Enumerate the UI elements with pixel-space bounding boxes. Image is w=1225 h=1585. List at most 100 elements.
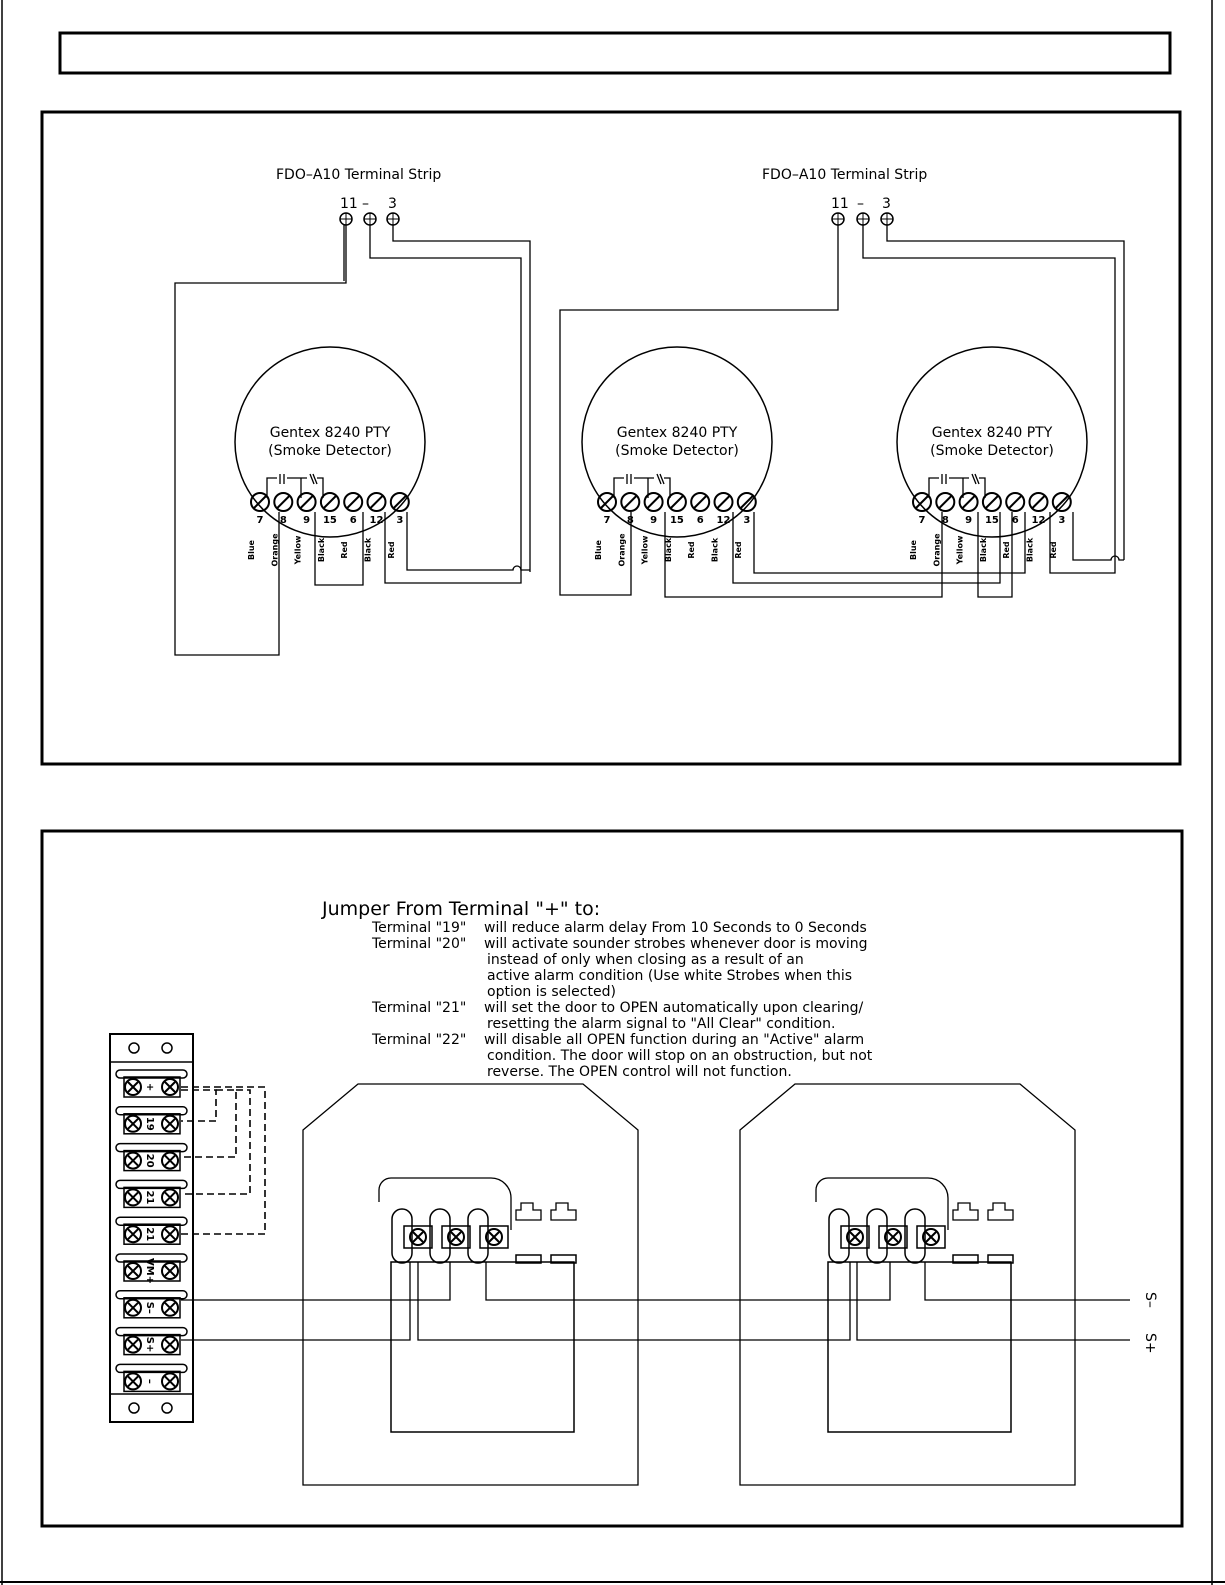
- terminal-block-label: VM+: [144, 1258, 155, 1284]
- detector-terminal-number: 15: [323, 515, 337, 526]
- terminal-block-label: 19: [144, 1117, 155, 1131]
- smoke-detector: Gentex 8240 PTY(Smoke Detector)7Blue8Ora…: [234, 346, 426, 567]
- detector-terminal-number: 7: [604, 515, 611, 526]
- terminal-block-label: –: [144, 1379, 155, 1384]
- terminal-screw-icon: [389, 492, 410, 512]
- instruction-line: resetting the alarm signal to "All Clear…: [487, 1016, 835, 1032]
- detector-type: (Smoke Detector): [268, 443, 392, 459]
- wire-color-label: Black: [364, 537, 373, 562]
- detector-terminal-number: 7: [257, 515, 264, 526]
- terminal-screw-icon: [736, 492, 757, 512]
- wire-color-label: Black: [711, 537, 720, 562]
- detector-terminal-number: 8: [280, 515, 287, 526]
- detector-terminal-number: 9: [650, 515, 657, 526]
- terminal-block-row: +: [115, 1069, 188, 1098]
- terminal-screw-icon: [1028, 492, 1049, 512]
- terminal-block-row: 20: [115, 1142, 188, 1172]
- detector-terminal-number: 15: [985, 515, 999, 526]
- terminal-screw-icon: [620, 492, 641, 512]
- jumper-heading: Jumper From Terminal "+" to:: [321, 898, 600, 920]
- detector-terminal-number: 8: [942, 515, 949, 526]
- detector-name: Gentex 8240 PTY: [617, 425, 738, 441]
- terminal-number-minus-left: –: [362, 196, 369, 212]
- terminal-screw-icon: [935, 492, 956, 512]
- terminal-block-row: 21: [115, 1179, 188, 1209]
- terminal-block-label: S+: [144, 1337, 155, 1353]
- wire-color-label: Black: [317, 537, 326, 562]
- terminal-screw-icon: [250, 492, 270, 512]
- detector-terminal-number: 7: [919, 515, 926, 526]
- strobe-device: [302, 1083, 639, 1486]
- terminal-block-row: VM+: [115, 1253, 188, 1284]
- terminal-block-row: S+: [115, 1326, 188, 1356]
- detector-terminal-number: 6: [1012, 515, 1019, 526]
- wire-color-label: Blue: [594, 539, 603, 560]
- wire-color-label: Red: [340, 541, 349, 559]
- terminal-screw-icon: [643, 492, 664, 512]
- wire-color-label: Black: [664, 537, 673, 562]
- wire-color-label: Yellow: [956, 535, 965, 565]
- terminal-screw-icon: [319, 492, 340, 512]
- wire-color-label: Red: [734, 541, 743, 559]
- wire-color-label: Black: [979, 537, 988, 562]
- output-label-s-minus: S–: [1142, 1292, 1158, 1308]
- bottom-panel: Jumper From Terminal "+" to: Terminal "1…: [40, 829, 1184, 1528]
- wire-color-label: Orange: [270, 533, 279, 567]
- detector-terminal-number: 6: [697, 515, 704, 526]
- smoke-detector: Gentex 8240 PTY(Smoke Detector)7Blue8Ora…: [581, 346, 773, 567]
- instruction-line: will set the door to OPEN automatically …: [484, 1000, 864, 1016]
- top-panel: FDO–A10 Terminal Strip 11 – 3 FDO–A10 Te…: [40, 110, 1182, 766]
- wire-color-label: Red: [1049, 541, 1058, 559]
- instruction-line: will activate sounder strobes whenever d…: [484, 936, 868, 952]
- detector-name: Gentex 8240 PTY: [932, 425, 1053, 441]
- terminal-block-label: +: [144, 1083, 155, 1091]
- instruction-terminal: Terminal "21": [371, 1000, 466, 1016]
- terminal-screw-icon: [343, 492, 364, 512]
- instruction-terminal: Terminal "22": [371, 1032, 466, 1048]
- strobe-device: [739, 1083, 1076, 1486]
- terminal-screw-icon: [713, 492, 734, 512]
- instruction-line: option is selected): [487, 984, 616, 1000]
- terminal-screw-icon: [366, 492, 387, 512]
- terminal-screw-icon: [981, 492, 1002, 512]
- detector-name: Gentex 8240 PTY: [270, 425, 391, 441]
- terminal-block-label: 21: [144, 1227, 155, 1241]
- instruction-line: will reduce alarm delay From 10 Seconds …: [484, 920, 867, 936]
- terminal-block-row: S–: [115, 1290, 188, 1319]
- instruction-line: reverse. The OPEN control will not funct…: [487, 1064, 792, 1080]
- terminal-block-label: 21: [144, 1190, 155, 1204]
- detector-terminal-number: 12: [370, 515, 384, 526]
- terminal-screw-icon: [339, 212, 400, 226]
- terminal-block-label: S–: [144, 1302, 155, 1314]
- terminal-block-row: 19: [115, 1106, 188, 1135]
- wire-color-label: Orange: [617, 533, 626, 567]
- terminal-number-minus-right: –: [857, 196, 864, 212]
- terminal-block-label: 20: [144, 1154, 155, 1168]
- terminal-screw-icon: [296, 492, 317, 512]
- detector-terminal-number: 3: [743, 515, 750, 526]
- detector-type: (Smoke Detector): [930, 443, 1054, 459]
- terminal-screw-icon: [273, 492, 294, 512]
- wire-color-label: Blue: [909, 539, 918, 560]
- instruction-terminal: Terminal "20": [371, 936, 466, 952]
- wire-color-label: Orange: [932, 533, 941, 567]
- wire-color-label: Black: [1026, 537, 1035, 562]
- terminal-strip-label-left: FDO–A10 Terminal Strip: [276, 167, 441, 183]
- detector-terminal-number: 12: [1032, 515, 1046, 526]
- output-label-s-plus: S+: [1142, 1333, 1158, 1354]
- instruction-line: will disable all OPEN function during an…: [484, 1032, 864, 1048]
- terminal-number-3-left: 3: [388, 196, 397, 212]
- terminal-block-row: –: [115, 1363, 188, 1393]
- wire-color-label: Red: [387, 541, 396, 559]
- terminal-number-3-right: 3: [882, 196, 891, 212]
- jumper-wires: [181, 1086, 266, 1235]
- wire-color-label: Yellow: [641, 535, 650, 565]
- instruction-line: active alarm condition (Use white Strobe…: [487, 968, 852, 984]
- terminal-screw-icon: [597, 492, 617, 512]
- wire-color-label: Red: [687, 541, 696, 559]
- detector-terminal-number: 9: [965, 515, 972, 526]
- detector-terminal-number: 9: [303, 515, 310, 526]
- terminal-screw-icon: [958, 492, 979, 512]
